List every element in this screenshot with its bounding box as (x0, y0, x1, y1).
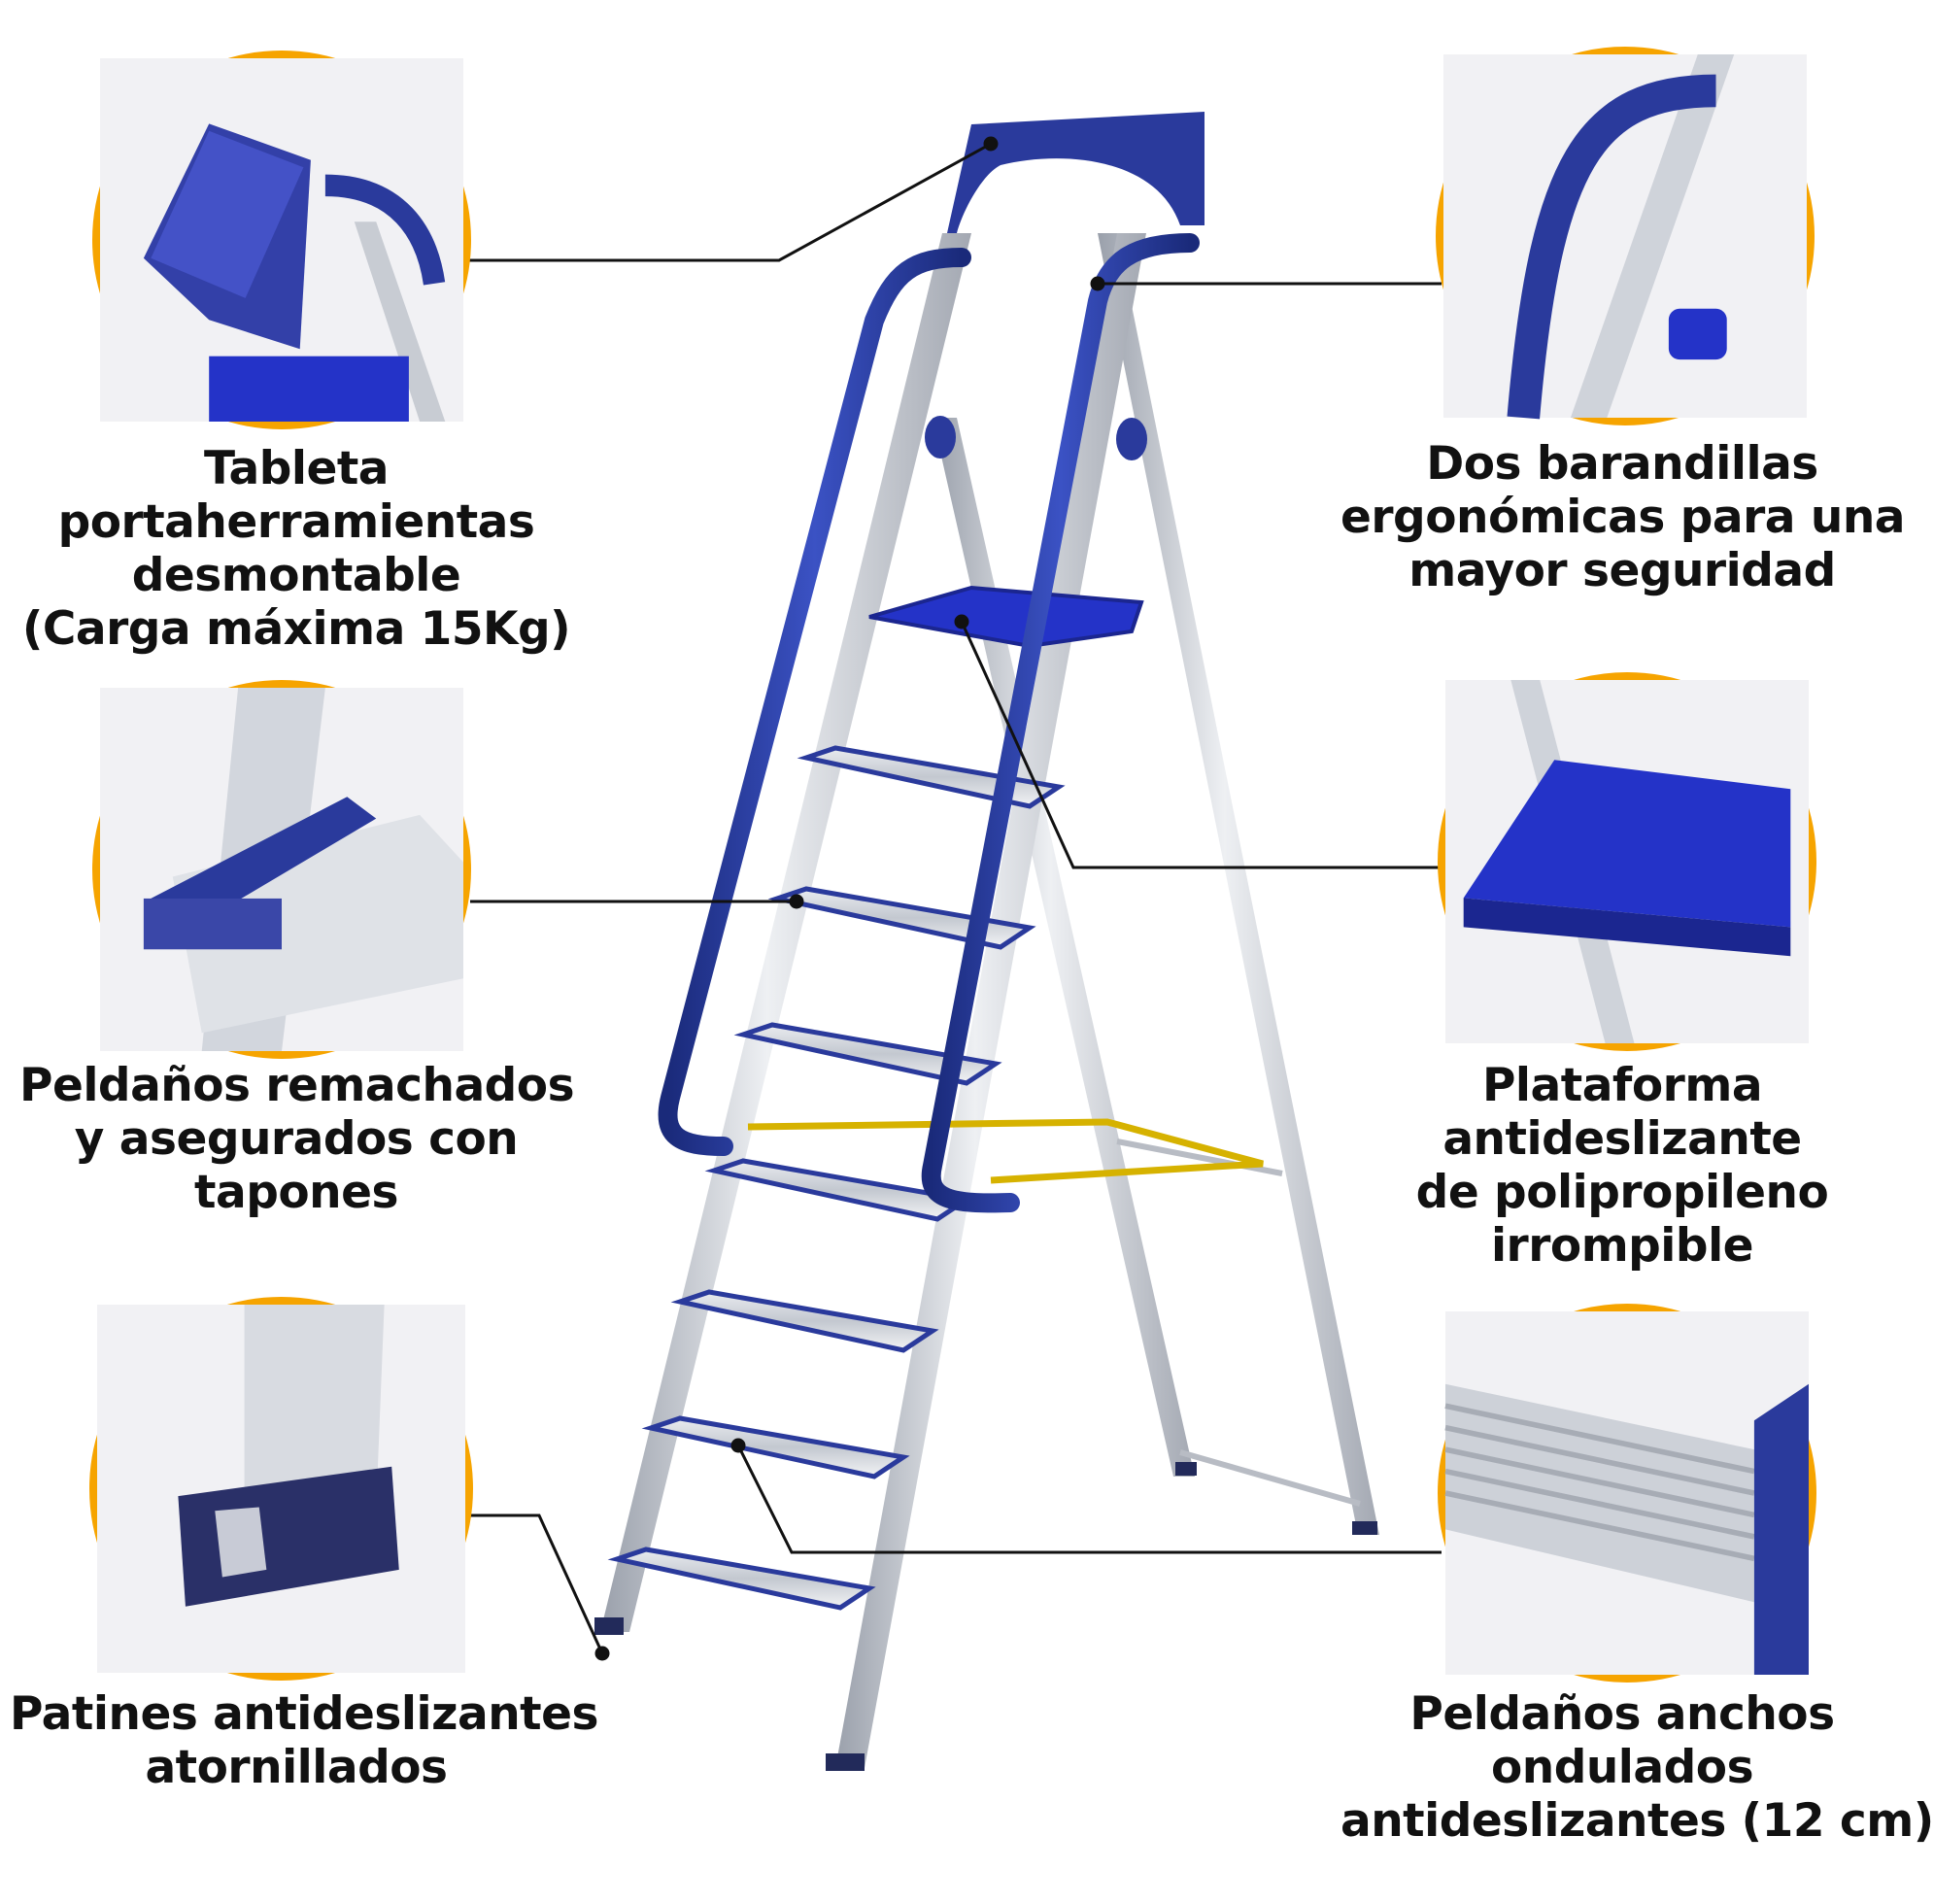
callout-line: antideslizantes (12 cm) (1340, 1794, 1934, 1848)
brackets (925, 416, 1147, 460)
callout-line: antideslizante (1442, 1112, 1802, 1166)
riveted-step-detail (100, 688, 464, 1051)
callout-line: Tableta (203, 442, 390, 495)
callout-line: y asegurados con (74, 1112, 519, 1166)
platform-top (868, 585, 1144, 649)
detail-circle-handrails (1436, 47, 1815, 425)
platform-detail (1445, 680, 1809, 1043)
callout-line: (Carga máxima 15Kg) (21, 602, 571, 656)
top-tool-tray (947, 112, 1205, 233)
callout-line: Peldaños remachados (19, 1059, 575, 1112)
detail-circle-riveted-steps (92, 680, 471, 1059)
detail-circle-platform (1438, 672, 1816, 1051)
handrails (658, 233, 1200, 1213)
foot-detail (97, 1305, 465, 1673)
detail-circle-tool-tray (92, 51, 471, 429)
callout-line: de polipropileno (1415, 1166, 1829, 1219)
callout-line: portaherramientas (57, 495, 535, 549)
callout-line: Patines antideslizantes (10, 1687, 598, 1741)
callout-line: ergonómicas para una (1340, 491, 1906, 544)
callout-platform: Plataforma antideslizante de polipropile… (1350, 1059, 1894, 1273)
callout-wide-steps: Peldaños anchos ondulados antideslizante… (1340, 1687, 1934, 1848)
callout-line: desmontable (131, 549, 461, 602)
callout-line: atornillados (145, 1741, 448, 1794)
callout-line: ondulados (1490, 1741, 1754, 1794)
callout-line: Dos barandillas (1426, 437, 1818, 491)
callout-tool-tray: Tableta portaherramientas desmontable (C… (19, 442, 573, 656)
callout-feet: Patines antideslizantes atornillados (10, 1687, 598, 1794)
handrail-detail (1443, 54, 1807, 420)
callout-line: Peldaños anchos (1409, 1687, 1835, 1741)
callout-line: mayor seguridad (1408, 544, 1836, 597)
tool-tray-detail (100, 58, 463, 422)
leader-lines (466, 136, 1442, 1661)
wide-step-detail (1444, 1311, 1809, 1675)
detail-circle-wide-steps (1438, 1304, 1816, 1683)
detail-circle-feet (89, 1297, 473, 1681)
callout-riveted-steps: Peldaños remachados y asegurados con tap… (19, 1059, 575, 1219)
callout-line: tapones (194, 1166, 398, 1219)
callout-handrails: Dos barandillas ergonómicas para una may… (1340, 437, 1906, 597)
callout-line: Plataforma (1481, 1059, 1763, 1112)
rear-legs (933, 233, 1379, 1535)
safety-strap (747, 1118, 1264, 1184)
callout-line: irrompible (1490, 1219, 1754, 1273)
